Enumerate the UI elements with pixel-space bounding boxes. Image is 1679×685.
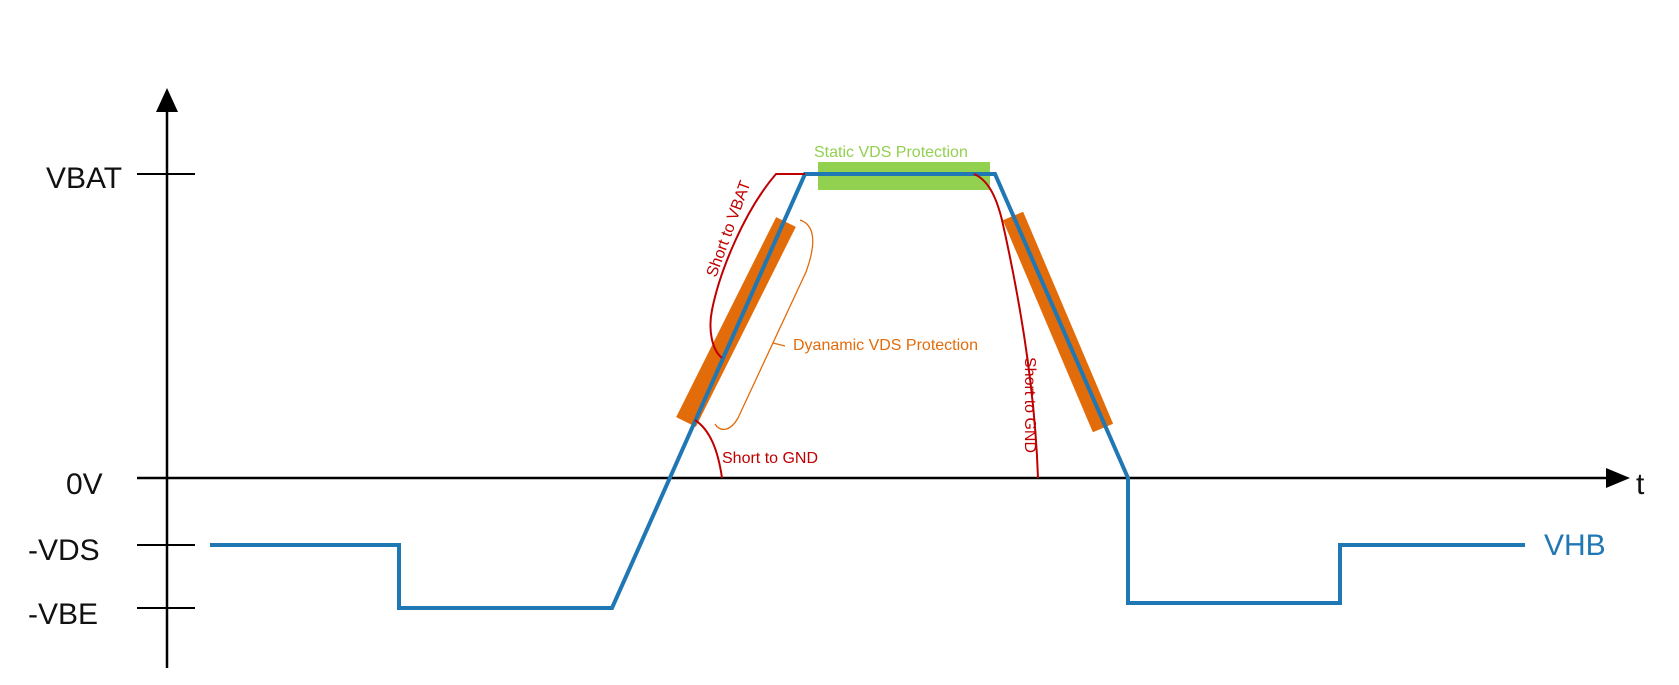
- y-axis-arrow-icon: [156, 88, 178, 112]
- vhb-label: VHB: [1544, 529, 1606, 562]
- short-to-vbat-label: Short to VBAT: [704, 178, 755, 279]
- y-label-vbe: -VBE: [28, 598, 98, 631]
- short-to-gnd-right-curve: [973, 173, 1039, 479]
- y-label-zero: 0V: [66, 468, 103, 501]
- vhb-trace: [210, 172, 1525, 610]
- static-protection-label: Static VDS Protection: [814, 144, 968, 161]
- short-to-gnd-right-label: Short to GND: [1021, 357, 1038, 453]
- short-to-vbat-curve: [709, 173, 805, 359]
- dynamic-protection-label: Dyanamic VDS Protection: [793, 337, 978, 354]
- short-to-gnd-left-label: Short to GND: [722, 450, 818, 467]
- short-to-gnd-left-curve: [694, 419, 723, 479]
- x-label-t: t: [1636, 468, 1645, 501]
- x-axis-arrow-icon: [1606, 468, 1630, 488]
- y-label-vbat: VBAT: [46, 162, 122, 195]
- dynamic-protection-brace: [714, 219, 814, 430]
- dynamic-protection-brace-tick: [772, 342, 786, 347]
- y-label-vds: -VDS: [28, 534, 100, 567]
